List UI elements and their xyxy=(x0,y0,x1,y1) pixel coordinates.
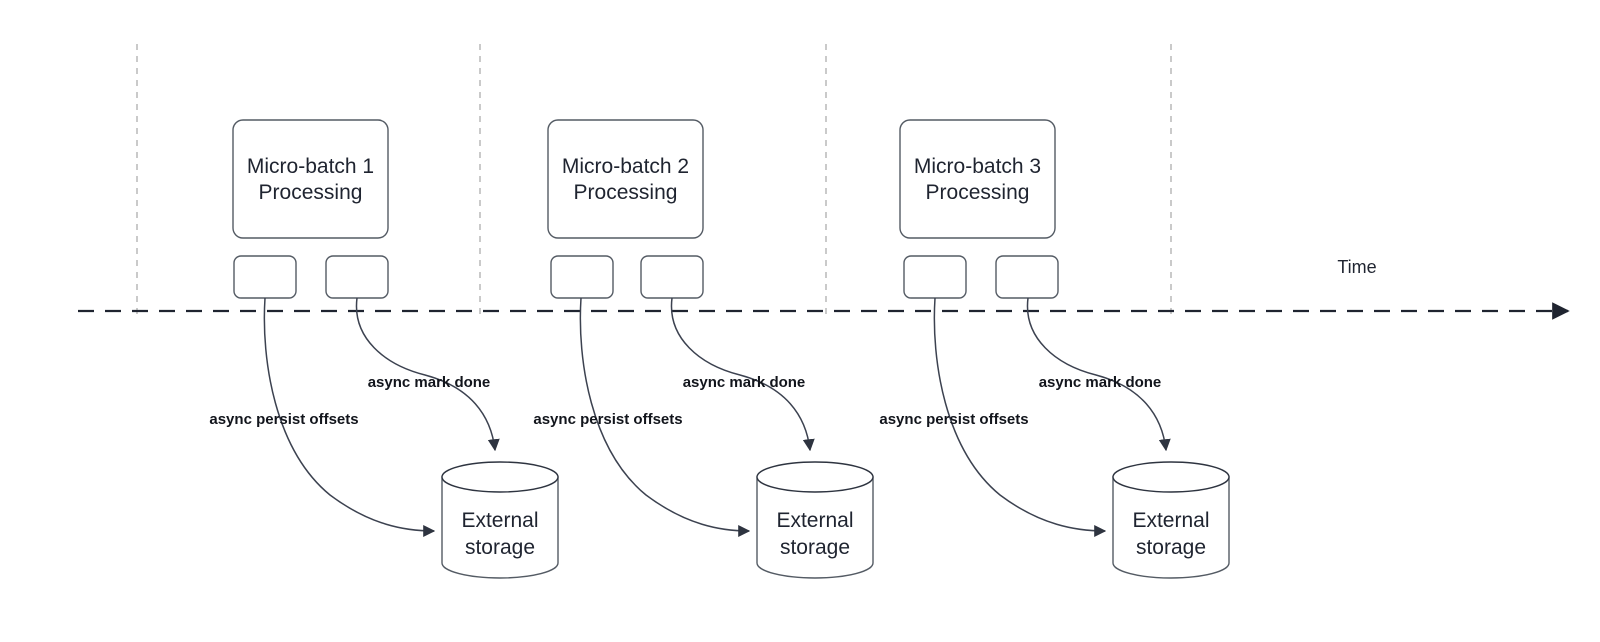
micro-batch-3-task-box-persist[interactable] xyxy=(903,255,967,299)
micro-batch-1-persist-offsets-label: async persist offsets xyxy=(209,411,358,428)
micro-batch-2-task-box-persist[interactable] xyxy=(550,255,614,299)
micro-batch-3-label-line2: Processing xyxy=(926,181,1030,204)
micro-batch-3-task-box-mark[interactable] xyxy=(995,255,1059,299)
micro-batch-2-storage-label-line2: storage xyxy=(780,536,850,559)
timeline-tick-group xyxy=(136,44,1172,318)
micro-batch-3-storage-label-line2: storage xyxy=(1136,536,1206,559)
micro-batch-1-task-box-mark[interactable] xyxy=(325,255,389,299)
micro-batch-3-persist-offsets-curve xyxy=(933,297,1107,537)
micro-batch-2-persist-offsets-label: async persist offsets xyxy=(533,411,682,428)
micro-batch-1-persist-offsets-curve xyxy=(263,297,436,537)
micro-batch-1-mark-done-label: async mark done xyxy=(368,374,491,391)
micro-batch-2-mark-done-curve xyxy=(670,297,815,452)
micro-batch-2-storage-label-line1: External xyxy=(776,509,853,532)
micro-batch-3-label-line1: Micro-batch 3 xyxy=(914,155,1041,178)
micro-batch-group-1: Micro-batch 1 Processing async persist o… xyxy=(209,119,559,579)
micro-batch-3-storage-label-line1: External xyxy=(1132,509,1209,532)
micro-batch-3-persist-offsets-label: async persist offsets xyxy=(879,411,1028,428)
micro-batch-group-2: Micro-batch 2 Processing async persist o… xyxy=(533,119,874,579)
micro-batch-1-label-line2: Processing xyxy=(259,181,363,204)
micro-batch-1-label-line1: Micro-batch 1 xyxy=(247,155,374,178)
micro-batch-2-label-line1: Micro-batch 2 xyxy=(562,155,689,178)
micro-batch-1-mark-done-curve xyxy=(355,297,500,452)
time-axis-label: Time xyxy=(1337,257,1376,277)
micro-batch-1-task-box-persist[interactable] xyxy=(233,255,297,299)
micro-batch-group-3: Micro-batch 3 Processing async persist o… xyxy=(879,119,1230,579)
micro-batch-1-process-box[interactable] xyxy=(232,119,389,239)
micro-batch-2-persist-offsets-curve xyxy=(579,297,751,537)
micro-batch-1-storage-label-line2: storage xyxy=(465,536,535,559)
micro-batch-3-process-box[interactable] xyxy=(899,119,1056,239)
micro-batch-3-mark-done-label: async mark done xyxy=(1039,374,1162,391)
micro-batch-3-external-storage[interactable]: External storage xyxy=(1112,461,1230,579)
micro-batch-2-mark-done-label: async mark done xyxy=(683,374,806,391)
micro-batch-2-label-line2: Processing xyxy=(574,181,678,204)
micro-batch-3-mark-done-curve xyxy=(1026,297,1171,452)
micro-batch-2-external-storage[interactable]: External storage xyxy=(756,461,874,579)
micro-batch-2-task-box-mark[interactable] xyxy=(640,255,704,299)
micro-batch-2-process-box[interactable] xyxy=(547,119,704,239)
micro-batch-1-external-storage[interactable]: External storage xyxy=(441,461,559,579)
micro-batch-1-storage-label-line1: External xyxy=(461,509,538,532)
